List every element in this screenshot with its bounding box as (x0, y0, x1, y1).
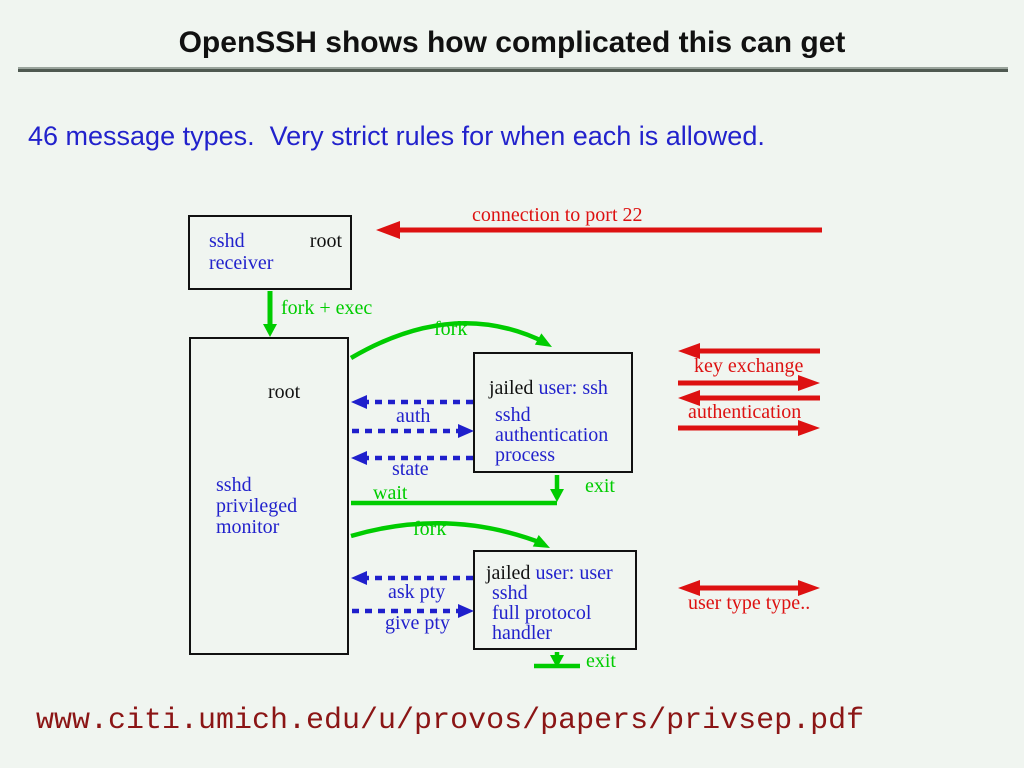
jailed-auth-user-label: user: ssh (538, 377, 608, 399)
jailed-user-line-2: full protocol (492, 602, 592, 624)
page-title: OpenSSH shows how complicated this can g… (178, 26, 846, 59)
exit1-label: exit (585, 475, 615, 497)
connection-label: connection to port 22 (472, 204, 643, 226)
subtitle-text: 46 message types. Very strict rules for … (28, 121, 765, 151)
receiver-role-label: receiver (209, 252, 274, 274)
jailed-auth-jail-label: jailed (489, 377, 534, 399)
footer-url: www.citi.umich.edu/u/provos/papers/privs… (36, 704, 865, 738)
fork-exec-label: fork + exec (281, 297, 373, 319)
monitor-line-1: sshd (216, 474, 252, 496)
jailed-user-jail-label: jailed (486, 562, 531, 584)
key-exchange-label: key exchange (694, 355, 804, 377)
user-type-label: user type type.. (688, 592, 811, 614)
jailed-auth-line-2: authentication (495, 424, 609, 446)
jailed-auth-line-1: sshd (495, 404, 531, 426)
jailed-user-line-1: sshd (492, 582, 528, 604)
auth-label: auth (396, 405, 431, 427)
monitor-box: root sshd privileged monitor (189, 337, 349, 655)
fork-exec-arrow (263, 291, 277, 337)
exit1-arrow (550, 475, 564, 502)
receiver-privilege-label: root (309, 230, 342, 252)
receiver-proc-label: sshd (209, 230, 245, 252)
exit2-arrow (534, 652, 580, 669)
jailed-user-box: jailed user: user sshd full protocol han… (473, 550, 637, 650)
monitor-line-2: privileged (216, 495, 298, 517)
jailed-user-line-3: handler (492, 622, 552, 644)
jailed-auth-line-3: process (495, 444, 555, 466)
wait-label: wait (373, 482, 408, 504)
fork1-label: fork (434, 318, 468, 340)
ask-pty-label: ask pty (388, 581, 446, 603)
fork2-label: fork (413, 518, 447, 540)
receiver-box: sshd root receiver (188, 215, 352, 290)
monitor-privilege-label: root (268, 381, 301, 403)
jailed-auth-box: jailed user: ssh sshd authentication pro… (473, 352, 633, 473)
monitor-line-3: monitor (216, 516, 280, 538)
jailed-user-user-label: user: user (535, 562, 613, 584)
title-divider (18, 67, 1008, 72)
state-label: state (392, 458, 429, 480)
give-pty-label: give pty (385, 612, 450, 634)
exit2-label: exit (586, 650, 616, 672)
authentication-label: authentication (688, 401, 802, 423)
